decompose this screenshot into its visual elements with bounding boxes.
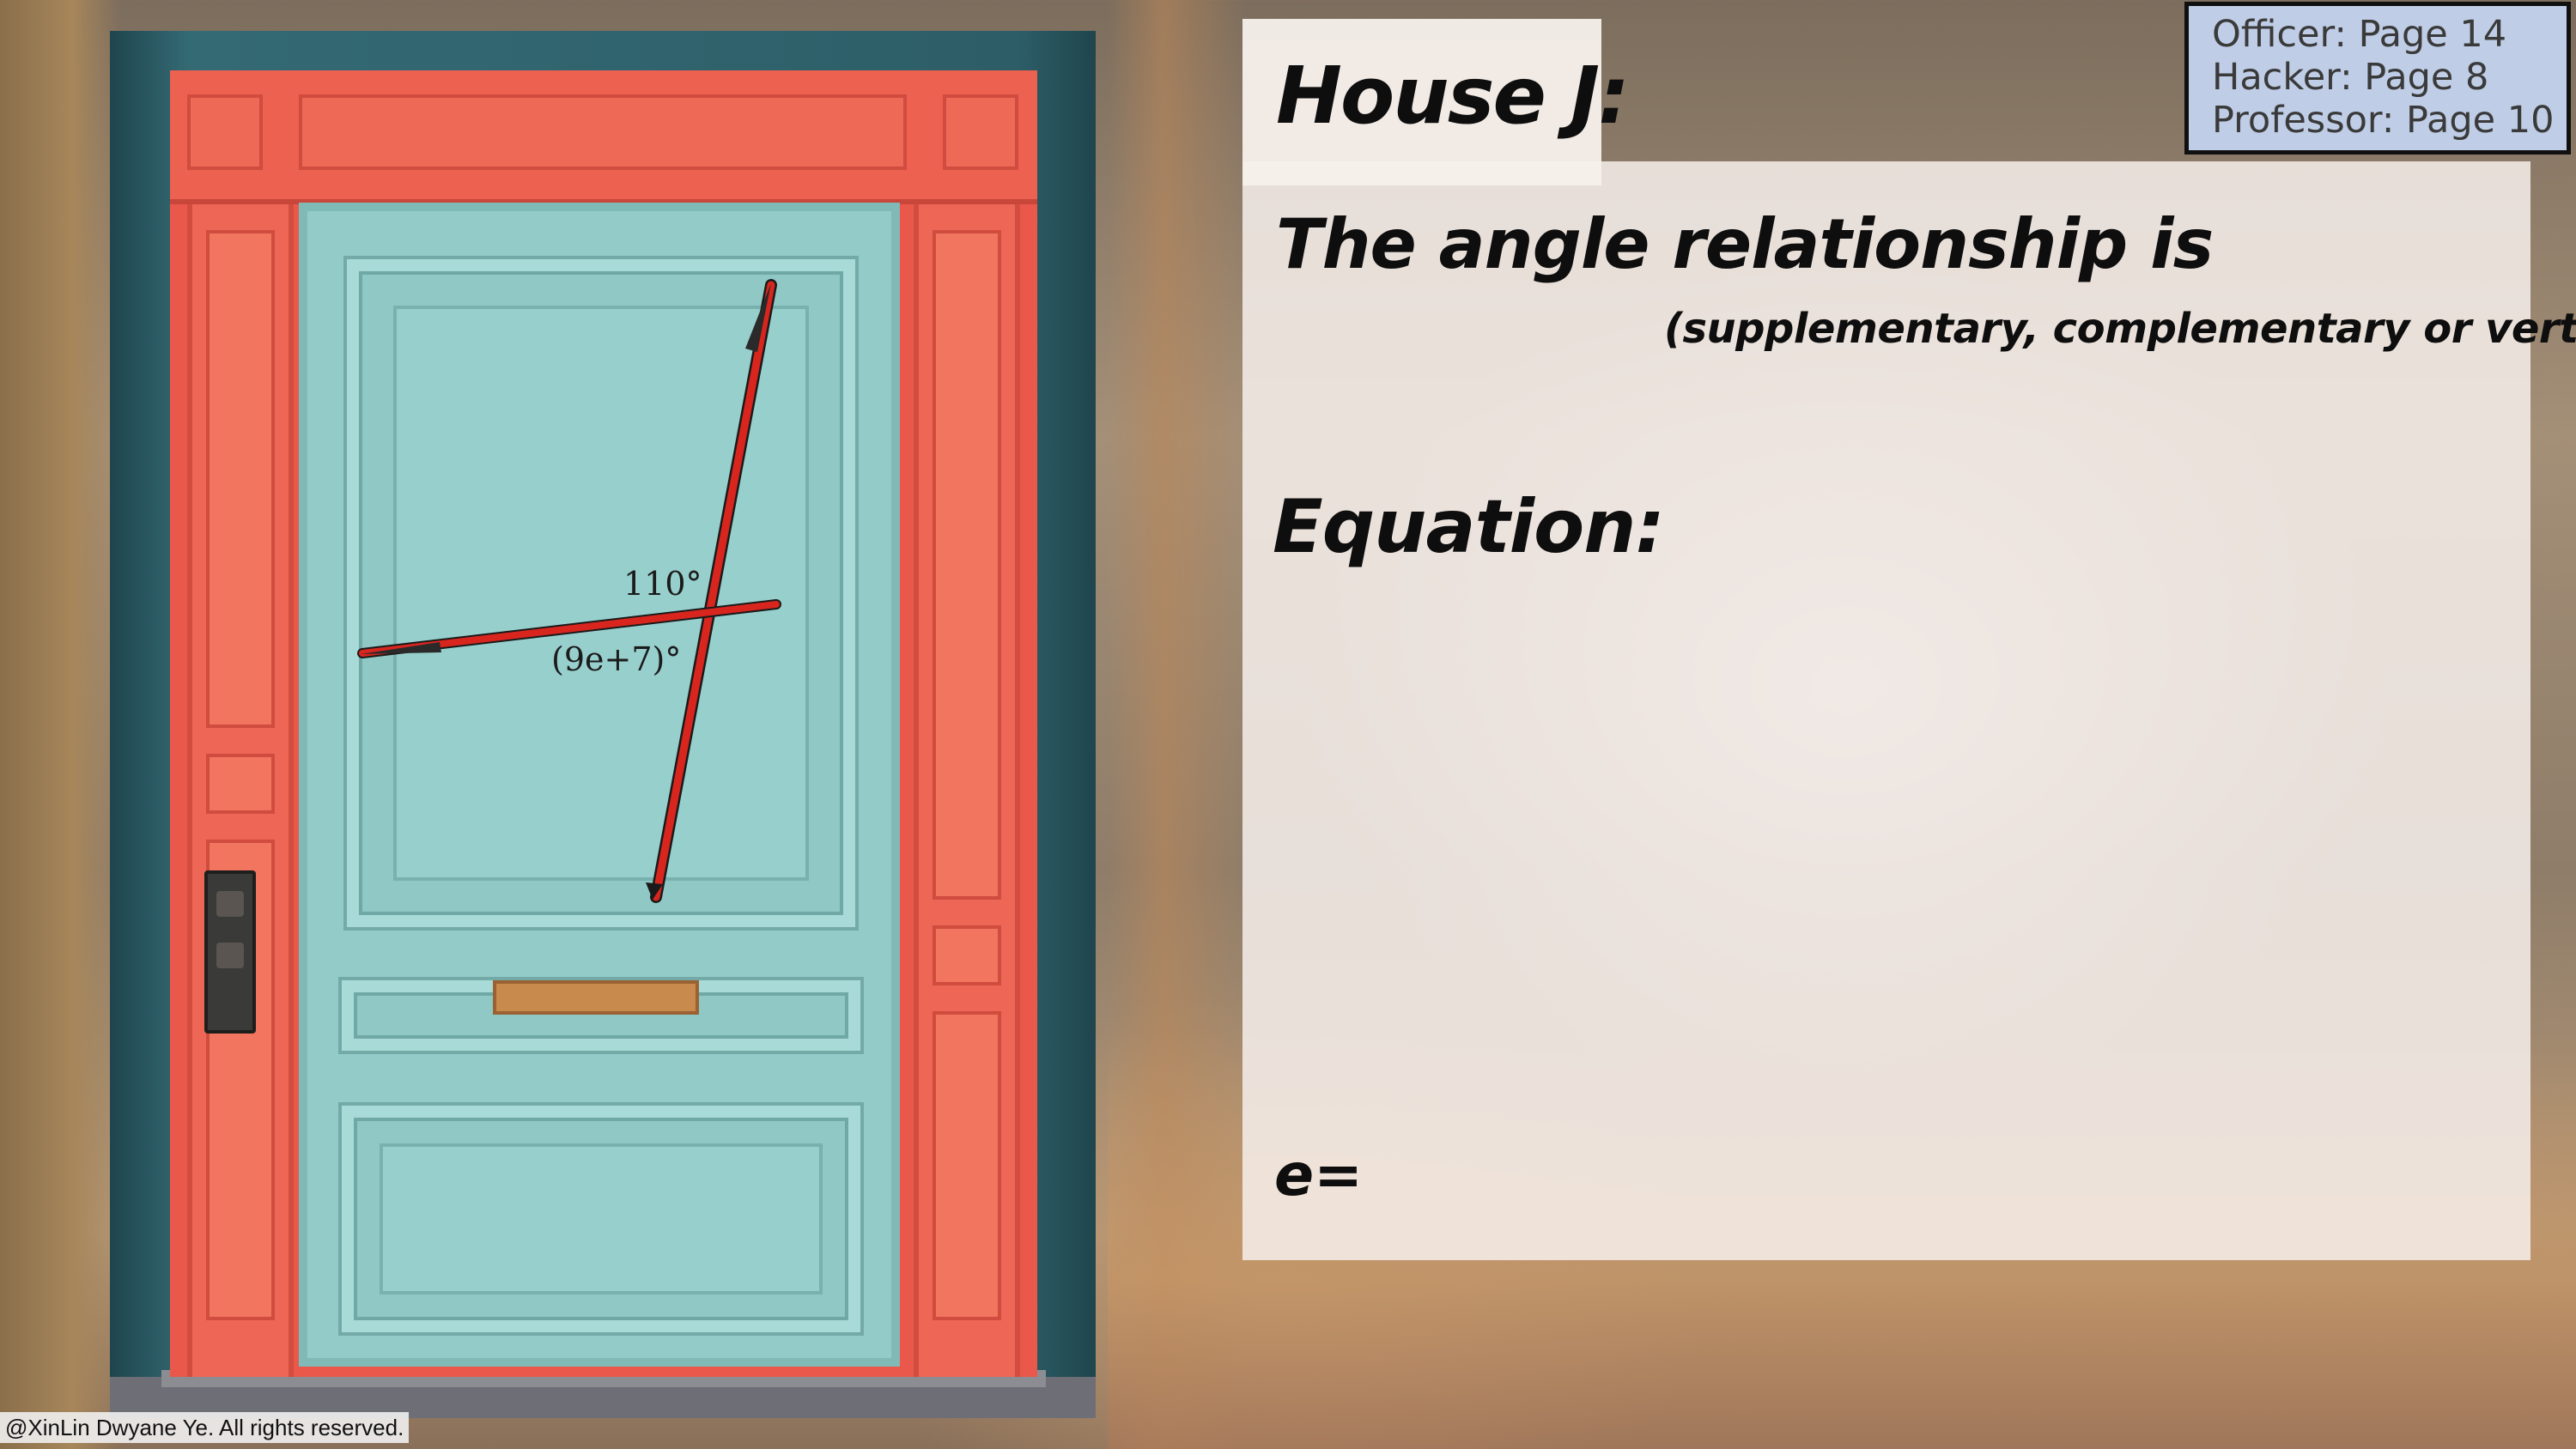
header-panel-left xyxy=(187,94,263,170)
background-blur-left xyxy=(0,0,120,1449)
role-pages-box: Officer: Page 14 Hacker: Page 8 Professo… xyxy=(2184,2,2571,155)
pilaster-panel xyxy=(933,230,1001,900)
answer-label: e= xyxy=(1274,1142,1364,1210)
door-leaf xyxy=(299,203,900,1367)
door-panel-inner xyxy=(380,1143,823,1294)
equation-label: Equation: xyxy=(1273,484,1665,570)
relationship-prompt: The angle relationship is xyxy=(1276,204,2214,284)
copyright-notice: @XinLin Dwyane Ye. All rights reserved. xyxy=(0,1412,410,1443)
worksheet-card xyxy=(1242,161,2530,1260)
handle-knob xyxy=(216,943,244,968)
door-panel-middle xyxy=(342,980,860,1051)
angle-label-110: 110° xyxy=(623,565,702,603)
angle-label-9e-plus-7: (9e+7)° xyxy=(551,640,682,678)
role-officer: Officer: Page 14 xyxy=(2212,13,2507,56)
worksheet-title-tab xyxy=(1242,19,1601,185)
pilaster-panel xyxy=(206,230,275,728)
door-handle xyxy=(204,870,256,1034)
pilaster-panel xyxy=(933,925,1001,985)
page-title: House J: xyxy=(1276,50,1630,142)
header-panel-center xyxy=(299,94,907,170)
door-image xyxy=(110,31,1096,1418)
header-panel-right xyxy=(943,94,1018,170)
handle-knob xyxy=(216,891,244,917)
door-panel-bottom xyxy=(342,1106,860,1332)
relationship-options: (supplementary, complementary or vertica… xyxy=(1664,305,2576,353)
role-professor: Professor: Page 10 xyxy=(2212,99,2555,142)
door-panel-inner xyxy=(393,306,809,881)
door-panel-top xyxy=(347,259,855,927)
pilaster-right xyxy=(914,204,1020,1377)
pilaster-panel xyxy=(933,1011,1001,1320)
pilaster-left xyxy=(187,204,294,1377)
door-header xyxy=(170,70,1037,204)
role-hacker: Hacker: Page 8 xyxy=(2212,56,2489,99)
pilaster-panel xyxy=(206,754,275,814)
mail-slot xyxy=(493,980,699,1015)
